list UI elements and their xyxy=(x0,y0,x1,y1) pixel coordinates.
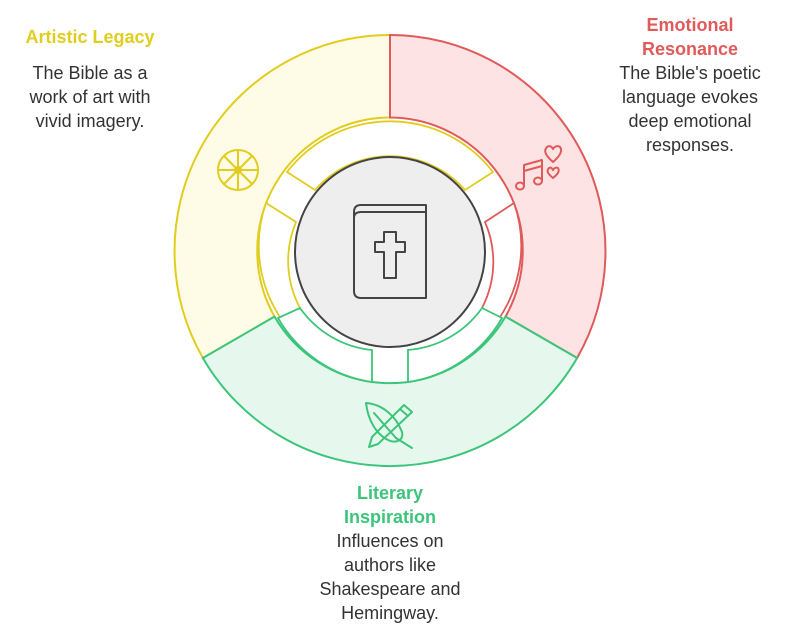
artistic-legacy-block: Artistic Legacy The Bible as a work of a… xyxy=(15,25,165,133)
emotional-resonance-block: Emotional Resonance The Bible's poetic l… xyxy=(600,13,780,157)
literary-inspiration-title: Literary Inspiration xyxy=(343,483,436,527)
artistic-legacy-segment xyxy=(173,33,391,360)
artistic-legacy-description: The Bible as a work of art with vivid im… xyxy=(29,63,151,131)
emotional-resonance-description: The Bible's poetic language evokes deep … xyxy=(619,63,761,155)
literary-connector-arc-left xyxy=(276,306,373,384)
music-hearts-icon xyxy=(515,145,563,191)
literary-inspiration-block: Literary Inspiration Influences on autho… xyxy=(300,481,480,625)
wheel-icon xyxy=(217,149,259,191)
quill-pen-icon xyxy=(365,402,413,449)
center-hub xyxy=(294,156,486,348)
artistic-legacy-title: Artistic Legacy xyxy=(25,27,155,47)
emotional-resonance-segment xyxy=(389,33,607,360)
literary-inspiration-description: Influences on authors like Shakespeare a… xyxy=(319,531,461,623)
literary-connector-arc-right xyxy=(407,306,504,384)
bible-icon xyxy=(353,204,427,299)
emotional-resonance-title: Emotional Resonance xyxy=(641,15,739,59)
